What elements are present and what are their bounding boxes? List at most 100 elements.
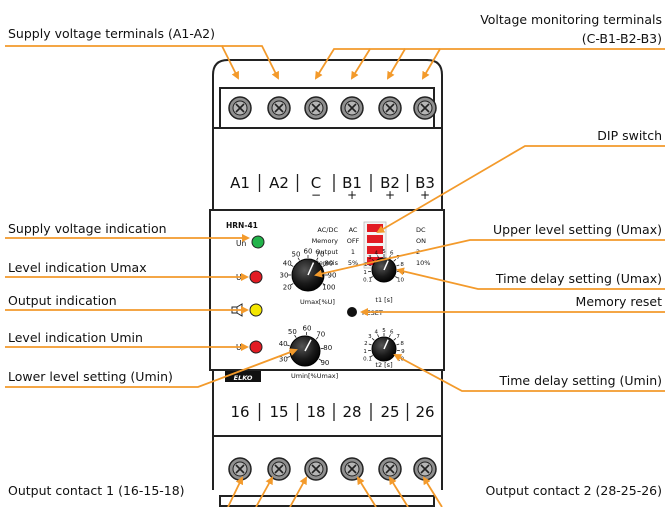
callout-output-indication: Output indication [8, 293, 117, 308]
t1-dial-tick-label: 5 [382, 249, 386, 255]
umax-dial-tick-label: 20 [283, 283, 292, 291]
t2-dial-tick-label: 1 [363, 349, 367, 355]
callout-time-delay-umax: Time delay setting (Umax) [495, 271, 662, 286]
top-terminal-screw-2[interactable] [267, 96, 291, 120]
umin-dial-tick-label: 30 [279, 355, 288, 363]
dip-table: AC/DC Memory Output Hysteresis AC OFF 1 … [304, 221, 430, 269]
t1-dial-tick [393, 258, 397, 262]
dip-header-memory: Memory [312, 237, 339, 245]
bottom-terminal-screw-6[interactable] [413, 457, 437, 481]
umax-dial-tick-label: 100 [322, 283, 335, 291]
t2-dial-tick-label: 5 [382, 328, 386, 334]
t1-dial-tick-label: 2 [364, 262, 368, 268]
arrow-time-delay-umax [396, 267, 665, 290]
umin-dial-label: Umin[%Umax] [291, 372, 338, 380]
umax-dial-tick-label: 40 [283, 259, 292, 267]
umax-dial-tick [290, 264, 294, 267]
bottom-terminal-screw-3[interactable] [304, 457, 328, 481]
top-terminal-label-6: B3 [415, 174, 435, 192]
umin-led [249, 340, 263, 354]
dip-switch-3[interactable] [367, 246, 383, 254]
top-terminal-screw-6[interactable] [413, 96, 437, 120]
t2-dial-label: t2 [s] [375, 361, 392, 369]
t2-dial-tick-label: 2 [364, 341, 368, 347]
umax-dial-tick-label: 90 [328, 271, 337, 279]
dip-switch-2[interactable] [367, 235, 383, 243]
dip-header-acdc: AC/DC [317, 226, 338, 234]
umax-dial-tick [290, 283, 294, 286]
top-terminal-screw-1[interactable] [228, 96, 252, 120]
t1-dial-tick [395, 276, 399, 279]
t2-dial-tick [396, 343, 400, 346]
model-label: HRN-41 [226, 221, 258, 230]
housing-bottom-edges [212, 370, 443, 490]
t1-dial-tick [369, 276, 373, 279]
t2-dial-pointer [383, 339, 389, 350]
reset-label: RESET [362, 309, 383, 317]
bottom-terminal-label-5: 25 [380, 403, 399, 421]
top-terminal-screw-3[interactable] [304, 96, 328, 120]
top-terminal-label-4: B1 [342, 174, 362, 192]
umax-led [249, 270, 263, 284]
output-led [249, 303, 263, 317]
arrow-time-delay-umin [393, 354, 665, 392]
callout-supply-indication: Supply voltage indication [8, 221, 167, 236]
dip-switch-1[interactable] [367, 224, 383, 232]
callout-memory-reset: Memory reset [576, 294, 663, 309]
t2-dial-tick-label: 4 [375, 330, 379, 336]
t1-dial-tick [396, 264, 400, 267]
callout-level-umin: Level indication Umin [8, 330, 143, 345]
t2-dial-tick-label: 3 [368, 334, 372, 340]
t2-dial-tick-label: 6 [390, 330, 394, 336]
t1-dial-tick-label: 4 [375, 251, 379, 257]
umax-dial-tick-label: 70 [316, 251, 325, 259]
umin-dial-tick-label: 50 [288, 328, 297, 336]
bottom-terminal-label-6: 26 [415, 403, 434, 421]
bottom-terminal-label-1: 16 [230, 403, 249, 421]
arrow-supply-a1 [5, 45, 239, 80]
t1-dial-tick [368, 264, 372, 267]
t2-dial-tick [393, 337, 397, 341]
t1-dial-pointer [383, 260, 389, 271]
t2-dial-tick [369, 355, 373, 358]
t2-dial-tick-label: 0.1 [363, 356, 372, 362]
callout-output-contact-2: Output contact 2 (28-25-26) [485, 483, 662, 498]
callout-level-umax: Level indication Umax [8, 260, 147, 275]
bottom-terminal-screw-2[interactable] [267, 457, 291, 481]
callout-supply-terminals: Supply voltage terminals (A1-A2) [8, 26, 215, 41]
dip-right-hysteresis: 10% [416, 259, 430, 267]
bottom-terminal-screw-5[interactable] [378, 457, 402, 481]
t2-dial-tick-label: 8 [400, 341, 404, 347]
bottom-terminal-screw-1[interactable] [228, 457, 252, 481]
callout-monitoring-line2: (C-B1-B2-B3) [582, 31, 662, 46]
top-terminal-label-1: A1 [230, 174, 250, 192]
arrow-supply-a2 [222, 45, 279, 80]
arrow-contact-16 [227, 476, 243, 507]
reset-button[interactable] [347, 307, 357, 317]
top-terminal-sign-4: + [347, 188, 357, 202]
top-terminal-sign-5: + [385, 188, 395, 202]
arrow-contact-15 [255, 476, 273, 507]
top-terminal-screw-4[interactable] [340, 96, 364, 120]
bottom-terminal-label-2: 15 [269, 403, 288, 421]
umax-dial-tick-label: 50 [292, 251, 301, 259]
umax-dial-tick-label: 60 [304, 247, 313, 255]
callout-upper-level: Upper level setting (Umax) [493, 222, 662, 237]
top-terminal-screw-5[interactable] [378, 96, 402, 120]
dip-right-acdc: DC [416, 226, 426, 234]
top-terminal-label-3: C [311, 174, 321, 192]
arrow-contact-26 [422, 476, 443, 507]
umin-dial-tick [315, 336, 319, 340]
dip-header-output: Output [315, 248, 338, 256]
bottom-terminal-screw-4[interactable] [340, 457, 364, 481]
top-terminal-label-2: A2 [269, 174, 289, 192]
umin-dial-tick-label: 40 [279, 340, 288, 348]
dip-left-acdc: AC [349, 226, 358, 234]
callout-lines [5, 45, 665, 507]
dip-left-memory: OFF [347, 237, 360, 245]
t1-dial-label: t1 [s] [375, 296, 392, 304]
